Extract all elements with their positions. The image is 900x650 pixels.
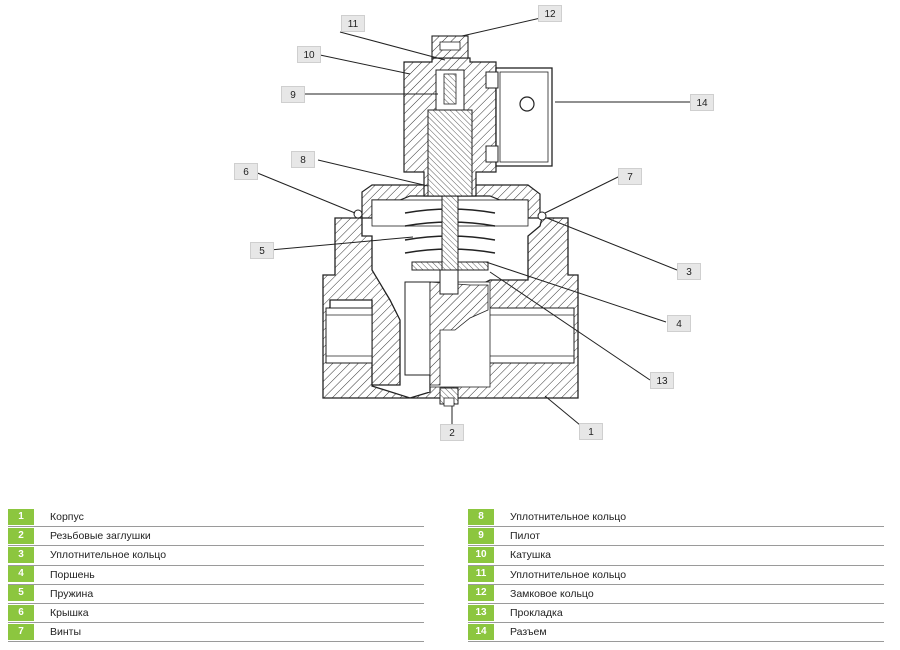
seal-ring-left	[353, 209, 363, 219]
legend-row: 2 Резьбовые заглушки	[8, 527, 424, 547]
legend-row: 10 Катушка	[468, 546, 884, 566]
legend-number: 6	[8, 604, 34, 621]
callout-14: 14	[690, 94, 714, 111]
parts-legend-left: 1 Корпус 2 Резьбовые заглушки 3 Уплотнитель…	[8, 508, 424, 643]
legend-row: 5 Пружина	[8, 585, 424, 604]
legend-number: 3	[8, 546, 34, 563]
legend-label: Пилот	[510, 530, 541, 543]
valve-body	[322, 217, 579, 399]
legend-number: 2	[8, 527, 34, 544]
piston	[411, 195, 489, 295]
legend-label: Резьбовые заглушки	[50, 530, 151, 543]
callout-2: 2	[440, 424, 464, 441]
valve-cross-section-drawing	[254, 13, 690, 426]
seal-ring-right	[537, 211, 547, 221]
legend-row: 4 Поршень	[8, 566, 424, 585]
callout-3: 3	[677, 263, 701, 280]
legend-row: 1 Корпус	[8, 508, 424, 528]
legend-row: 9 Пилот	[468, 527, 884, 547]
callout-13: 13	[650, 372, 674, 389]
legend-number: 10	[468, 546, 494, 563]
legend-row: 7 Винты	[8, 623, 424, 643]
legend-number: 1	[8, 508, 34, 525]
callout-7: 7	[618, 168, 642, 185]
legend-label: Корпус	[50, 511, 84, 524]
legend-label: Крышка	[50, 607, 89, 620]
callout-4: 4	[667, 315, 691, 332]
legend-row: 14 Разъем	[468, 623, 884, 643]
connector	[485, 67, 553, 167]
legend-label: Поршень	[50, 568, 95, 581]
threaded-plug	[439, 387, 459, 407]
leader-lines	[254, 13, 690, 426]
legend-number: 11	[468, 566, 494, 583]
legend-label: Уплотнительное кольцо	[50, 549, 167, 562]
legend-row: 13 Прокладка	[468, 604, 884, 624]
legend-label: Пружина	[50, 587, 94, 600]
callout-6: 6	[234, 163, 258, 180]
pilot-core	[435, 69, 465, 111]
legend-number: 4	[8, 566, 34, 583]
legend-number: 9	[468, 527, 494, 544]
legend-row: 6 Крышка	[8, 604, 424, 624]
legend-number: 12	[468, 585, 494, 602]
legend-label: Замковое кольцо	[510, 587, 594, 600]
legend-row: 11 Уплотнительное кольцо	[468, 566, 884, 585]
coil-housing	[403, 57, 497, 197]
callout-5: 5	[250, 242, 274, 259]
legend-label: Винты	[50, 626, 82, 639]
legend-label: Уплотнительное кольцо	[510, 511, 627, 524]
lock-ring-cap	[431, 35, 469, 59]
callout-9: 9	[281, 86, 305, 103]
legend-label: Прокладка	[510, 607, 563, 620]
callout-8: 8	[291, 151, 315, 168]
legend-number: 7	[8, 623, 34, 640]
legend-number: 5	[8, 585, 34, 602]
legend-label: Разъем	[510, 626, 547, 639]
legend-row: 12 Замковое кольцо	[468, 585, 884, 604]
legend-label: Катушка	[510, 549, 551, 562]
callout-11: 11	[341, 15, 365, 32]
legend-row: 8 Уплотнительное кольцо	[468, 508, 884, 528]
legend-label: Уплотнительное кольцо	[510, 568, 627, 581]
legend-number: 13	[468, 604, 494, 621]
callout-12: 12	[538, 5, 562, 22]
legend-number: 14	[468, 623, 494, 640]
legend-row: 3 Уплотнительное кольцо	[8, 546, 424, 566]
callout-10: 10	[297, 46, 321, 63]
legend-number: 8	[468, 508, 494, 525]
callout-1: 1	[579, 423, 603, 440]
